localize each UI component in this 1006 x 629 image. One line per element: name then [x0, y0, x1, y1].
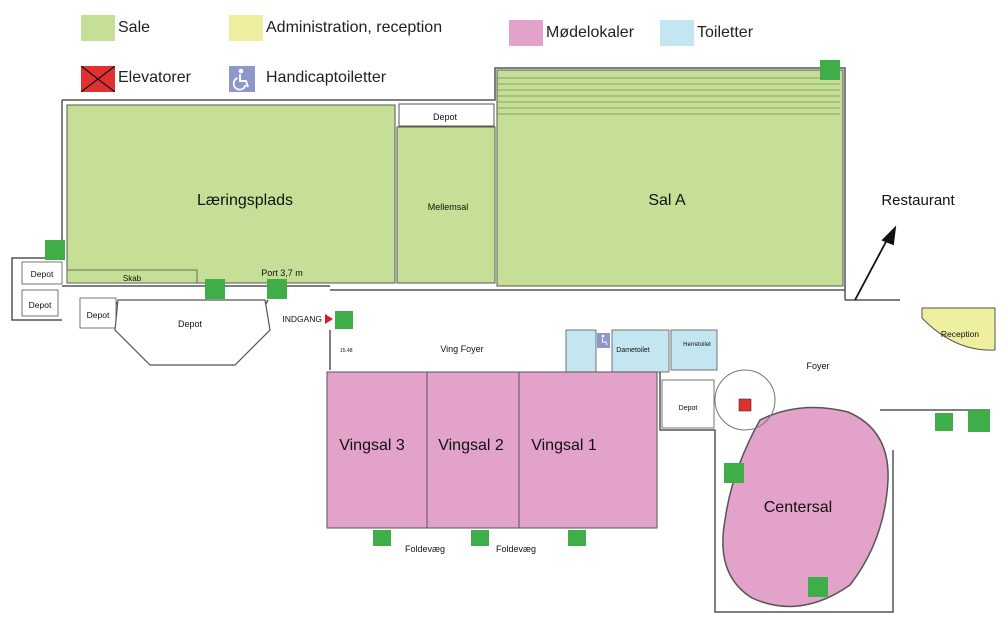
- exit-marker: [808, 577, 828, 597]
- label-skab: Skab: [123, 274, 142, 283]
- exit-marker: [820, 60, 840, 80]
- legend-elevator-label: Elevatorer: [118, 69, 191, 86]
- exit-marker: [45, 240, 65, 260]
- room-vingsal2: [426, 371, 520, 529]
- room-sal-a: [496, 69, 844, 287]
- legend-admin-swatch: [229, 15, 263, 41]
- label-vingsal1: Vingsal 1: [531, 437, 597, 454]
- spiral-stair-centersal: [714, 369, 776, 431]
- restaurant-arrow: [854, 225, 897, 301]
- label-vingsal3: Vingsal 3: [339, 437, 405, 454]
- indgang-arrow: [325, 314, 333, 324]
- exit-marker: [724, 463, 744, 483]
- room-vingsal1: [518, 371, 658, 529]
- label-level: 15.48: [340, 348, 353, 354]
- elevator-icon: [80, 65, 116, 93]
- room-mellemsal: [396, 126, 496, 284]
- legend-admin-label: Administration, reception: [266, 19, 443, 36]
- label-indgang: INDGANG: [282, 314, 322, 324]
- label-depot-left3: Depot: [87, 310, 110, 320]
- exit-marker: [471, 530, 489, 546]
- legend-sale-label: Sale: [118, 19, 151, 36]
- label-foldevaeg1: Foldevæg: [405, 544, 445, 554]
- label-reception: Reception: [941, 329, 980, 339]
- exit-marker: [568, 530, 586, 546]
- exit-marker: [335, 311, 353, 329]
- label-depot-top: Depot: [433, 112, 458, 122]
- room-herretoilet: [670, 329, 718, 371]
- room-vingsal3: [326, 371, 428, 529]
- label-foldevaeg2: Foldevæg: [496, 544, 536, 554]
- label-foyer: Foyer: [806, 361, 829, 371]
- legend-moede-label: Mødelokaler: [546, 24, 635, 41]
- label-ving-foyer: Ving Foyer: [440, 344, 483, 354]
- label-depot-left2: Depot: [29, 300, 52, 310]
- room-depot-left1: [21, 261, 63, 285]
- room-laeringsplads: [66, 104, 396, 284]
- label-restaurant: Restaurant: [881, 192, 955, 209]
- exit-marker: [373, 530, 391, 546]
- room-dametoilet: [611, 329, 670, 373]
- legend-toilet-label: Toiletter: [697, 24, 754, 41]
- label-depot-octagon: Depot: [178, 319, 203, 329]
- exit-marker: [968, 410, 990, 432]
- label-vingsal2: Vingsal 2: [438, 437, 504, 454]
- label-port: Port 3,7 m: [261, 268, 303, 278]
- handicap-icon: [229, 66, 255, 92]
- legend-sale-swatch: [81, 15, 115, 41]
- room-skab: [66, 269, 198, 284]
- label-dametoilet: Dametoilet: [616, 347, 650, 354]
- room-depot-top: [398, 103, 495, 127]
- label-centersal: Centersal: [764, 499, 832, 516]
- sal-a-seating-rows: [497, 77, 840, 115]
- label-sal-a: Sal A: [648, 192, 686, 209]
- room-toilet-blue1: [565, 329, 597, 373]
- room-reception: [921, 307, 996, 351]
- elevator-centersal: [738, 398, 752, 412]
- exit-marker: [935, 413, 953, 431]
- label-depot-left1: Depot: [31, 269, 54, 279]
- room-depot-center: [661, 379, 715, 429]
- room-depot-octagon: [114, 299, 271, 366]
- label-laeringsplads: Læringsplads: [197, 192, 293, 209]
- room-depot-left2: [21, 289, 59, 317]
- legend-moede-swatch: [509, 20, 543, 46]
- exit-marker: [267, 279, 287, 299]
- legend-toilet-swatch: [660, 20, 694, 46]
- legend-handicap-label: Handicaptoiletter: [266, 69, 387, 86]
- exit-marker: [205, 279, 225, 299]
- exit-markers: [45, 60, 990, 597]
- label-depot-center: Depot: [679, 405, 698, 412]
- room-centersal: [722, 406, 889, 608]
- label-mellemsal: Mellemsal: [428, 202, 469, 212]
- room-depot-left3: [79, 297, 117, 329]
- label-herretoilet: Herretoilet: [683, 342, 711, 348]
